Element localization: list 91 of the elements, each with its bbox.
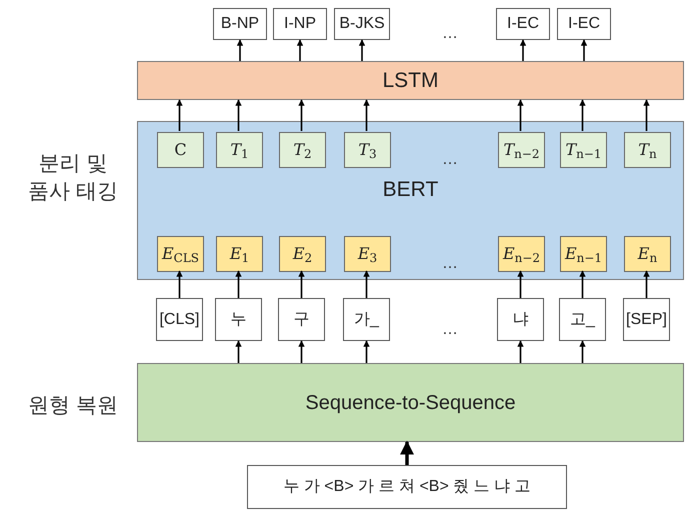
- arrow: [643, 99, 650, 131]
- embedding-box: [560, 236, 607, 272]
- node-label: B-JKS: [339, 14, 385, 34]
- output-vector-box: [344, 132, 391, 168]
- arrow: [643, 270, 650, 298]
- tag-box: [496, 8, 550, 40]
- node-label: LSTM: [382, 68, 438, 94]
- side-label: 분리 및 품사 태깅: [27, 151, 119, 205]
- ellipsis: …: [442, 320, 458, 340]
- node-label: T$_{n−2}$: [503, 139, 540, 162]
- ellipsis: …: [442, 24, 458, 44]
- node-label: T$_{2}$: [293, 139, 312, 162]
- node-label: C: [174, 139, 187, 161]
- ellipsis: …: [442, 150, 458, 170]
- arrow: [298, 340, 305, 363]
- arrow: [363, 270, 370, 298]
- embedding-box: [157, 236, 204, 272]
- node-label: E$_{n−2}$: [502, 243, 540, 266]
- tag-box: [273, 8, 327, 40]
- embedding-box: [279, 236, 326, 272]
- arrow: [296, 39, 304, 61]
- ellipsis: …: [442, 254, 458, 274]
- node-label: 가_: [354, 310, 379, 330]
- tag-box: [156, 298, 203, 341]
- arrow: [176, 99, 183, 131]
- bert-panel: [137, 121, 684, 280]
- arrow: [235, 340, 242, 363]
- node-label: [CLS]: [159, 310, 200, 330]
- arrow: [176, 270, 183, 298]
- tag-box: [278, 298, 325, 341]
- arrow: [517, 270, 524, 298]
- output-vector-box: [216, 132, 263, 168]
- output-vector-box: [624, 132, 671, 168]
- node-label: E$_{3}$: [358, 243, 378, 266]
- arrow: [579, 270, 586, 298]
- embedding-box: [344, 236, 391, 272]
- arrow: [358, 39, 366, 61]
- output-vector-box: [560, 132, 607, 168]
- tag-box: [623, 298, 670, 341]
- arrow: [579, 99, 586, 131]
- embedding-box: [498, 236, 545, 272]
- arrow: [363, 340, 370, 363]
- arrow: [400, 440, 414, 465]
- node-label: E$_{n}$: [638, 243, 658, 266]
- node-label: 고_: [570, 310, 595, 330]
- node-label: T$_{1}$: [230, 139, 249, 162]
- node-label: E$_{2}$: [292, 243, 312, 266]
- node-label: I-NP: [284, 14, 316, 34]
- arrow: [235, 270, 242, 298]
- seq2seq-layer: [137, 363, 684, 442]
- arrow: [298, 99, 305, 131]
- embedding-box: [624, 236, 671, 272]
- node-label: 누: [230, 310, 246, 330]
- arrow: [517, 99, 524, 131]
- tag-box: [559, 298, 606, 341]
- tag-box: [343, 298, 390, 341]
- output-vector-box: [279, 132, 326, 168]
- node-label: Sequence-to-Sequence: [305, 390, 516, 416]
- node-label: B-NP: [220, 14, 260, 34]
- tag-box: [497, 298, 544, 341]
- tag-box: [213, 8, 267, 40]
- node-label: 냐: [512, 310, 528, 330]
- arrow: [363, 99, 370, 131]
- arrow: [580, 39, 588, 61]
- arrow: [298, 270, 305, 298]
- arrow: [579, 340, 586, 363]
- tag-box: [557, 8, 611, 40]
- tag-box: [215, 298, 262, 341]
- side-label: 원형 복원: [27, 393, 119, 419]
- node-label: T$_{3}$: [358, 139, 377, 162]
- node-label: T$_{n−1}$: [565, 139, 602, 162]
- node-label: 구: [294, 310, 310, 330]
- node-label: E$_{n−1}$: [564, 243, 602, 266]
- node-label: BERT: [382, 177, 440, 203]
- output-vector-box: [498, 132, 545, 168]
- node-label: [SEP]: [626, 310, 667, 330]
- lstm-layer: [137, 61, 684, 100]
- node-label: E$_{CLS}$: [162, 243, 200, 266]
- arrow: [236, 39, 244, 61]
- output-vector-box: [157, 132, 204, 168]
- arrow: [235, 99, 242, 131]
- tag-box: [334, 8, 390, 40]
- node-label: I-EC: [507, 14, 539, 34]
- node-label: E$_{1}$: [230, 243, 250, 266]
- node-label: T$_{n}$: [638, 139, 657, 162]
- node-label: 누 가 <B> 가 르 쳐 <B> 줬 느 냐 고: [283, 477, 531, 497]
- arrow: [520, 39, 526, 61]
- embedding-box: [216, 236, 263, 272]
- tag-box: [247, 465, 567, 509]
- arrow: [517, 340, 524, 363]
- node-label: I-EC: [568, 14, 600, 34]
